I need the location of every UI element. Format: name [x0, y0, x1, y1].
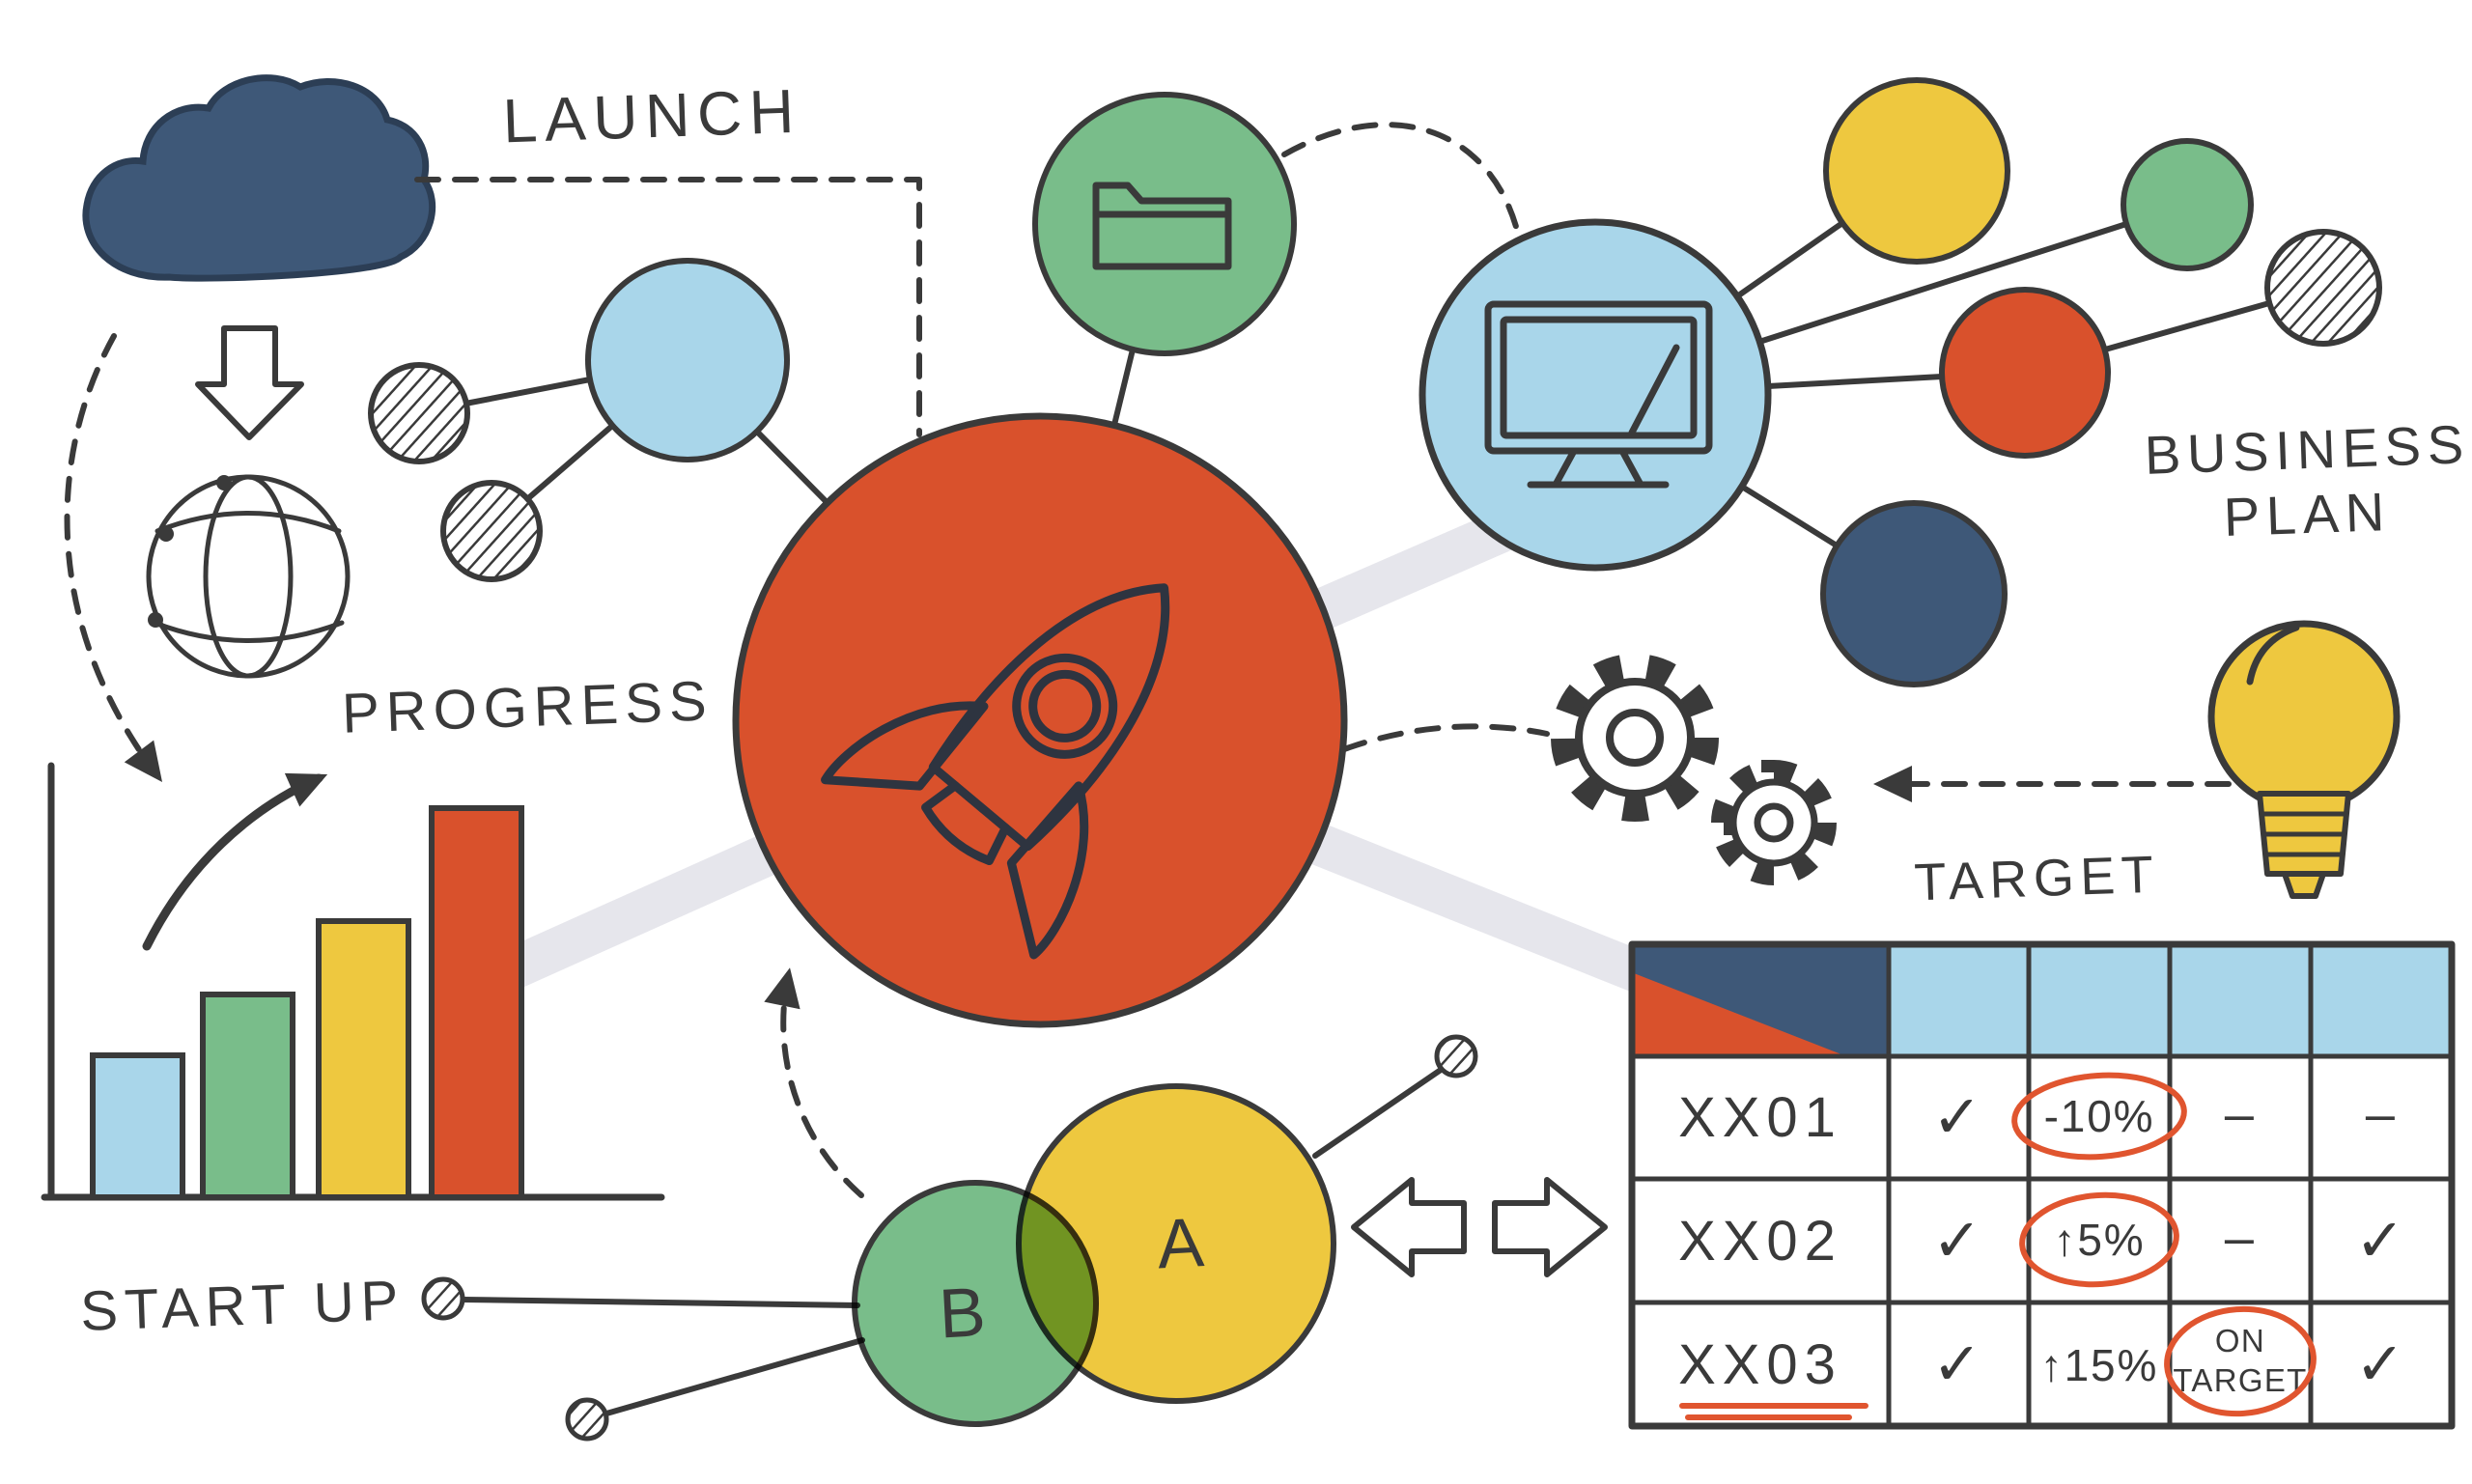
red-circle-annotation	[2011, 1072, 2187, 1161]
chart-bar-4	[429, 805, 524, 1200]
table-cell-dash: –	[2225, 1209, 2256, 1267]
folder-circle	[1032, 92, 1297, 356]
leader-dot	[421, 1276, 465, 1321]
cloud-to-chart-connector	[64, 333, 163, 782]
connector-line	[754, 429, 830, 506]
business-plan-cluster	[1419, 77, 2382, 687]
hatched-node	[368, 362, 470, 464]
table-cell-check: ✓	[2355, 1208, 2407, 1274]
table-row-label: XX02	[1678, 1210, 1842, 1273]
rocket-icon	[821, 583, 1170, 960]
table-cell-on-target-line2: TARGET	[2173, 1362, 2307, 1398]
startup-label: START UP	[79, 1269, 406, 1343]
folder-node	[1032, 92, 1297, 428]
table-cell-check: ✓	[2355, 1331, 2407, 1398]
launch-node-cluster	[368, 258, 830, 582]
table-corner-triangle	[1634, 973, 1846, 1056]
gear-large	[1551, 654, 1719, 822]
monitor-icon	[1484, 300, 1713, 489]
table-cell-dash: –	[2225, 1085, 2256, 1143]
chart-bar-2	[200, 992, 295, 1200]
target-results-table: XX01 ✓ -10% – – XX02 ✓ ↑5% – ✓ XX03 ✓ ↑1…	[1628, 940, 2456, 1430]
connector-line	[463, 377, 593, 406]
rocket-to-gears-connector	[1341, 723, 1550, 752]
table-border	[1628, 940, 2456, 1430]
red-circle-annotation	[2019, 1191, 2179, 1288]
arrow-left-icon	[1351, 1177, 1467, 1277]
red-node	[1939, 287, 2111, 459]
table-cell-dash: –	[2366, 1085, 2397, 1143]
leader-dot	[1434, 1034, 1478, 1078]
venn-circle-a	[1016, 1083, 1336, 1404]
table-row-label: XX01	[1678, 1086, 1842, 1149]
venn-cluster: A B	[421, 1034, 1478, 1442]
exchange-arrows	[1351, 1177, 1608, 1277]
folder-icon	[1092, 182, 1232, 270]
venn-a-label: A	[1155, 1204, 1214, 1284]
globe-icon	[146, 474, 351, 679]
table-cell-value: ↑5%	[2053, 1215, 2145, 1265]
business-plan-label-line1: BUSINESS	[2144, 413, 2471, 486]
red-underline-annotation	[1679, 1403, 1868, 1420]
progress-bar-chart	[41, 762, 665, 1201]
table-cell-value: ↑15%	[2040, 1340, 2158, 1390]
connector-line	[524, 423, 615, 502]
down-arrow-icon	[195, 325, 304, 440]
lightbulb-icon	[2207, 620, 2401, 899]
computer-circle	[1419, 218, 1772, 572]
arrow-right-icon	[1492, 1177, 1608, 1277]
table-cell-on-target-line1: ON	[2215, 1323, 2265, 1358]
yellow-node	[1823, 77, 2010, 265]
gear-small	[1711, 760, 1837, 885]
leader-dot	[565, 1397, 609, 1442]
dark-blue-node	[1820, 500, 2008, 687]
growth-arrow-icon	[142, 772, 328, 951]
table-cell-value: -10%	[2044, 1091, 2155, 1141]
progress-label: PROGRESS	[341, 669, 714, 744]
cloud-icon	[82, 74, 436, 282]
hatched-node	[2264, 229, 2382, 347]
folder-to-computer-connector	[1281, 122, 1526, 262]
chart-bar-3	[316, 918, 411, 1200]
red-circle-annotation	[2164, 1305, 2317, 1417]
venn-b-label: B	[937, 1274, 996, 1354]
table-row-label: XX03	[1678, 1333, 1842, 1396]
target-label: TARGET	[1913, 846, 2160, 912]
blue-node	[585, 258, 790, 462]
table-cell-check: ✓	[1932, 1208, 1984, 1274]
launch-label: LAUNCH	[501, 76, 802, 156]
chart-bar-1	[90, 1052, 185, 1200]
gears-icon	[1551, 654, 1837, 885]
cloud-to-rocket-connector	[414, 177, 922, 437]
green-node	[2121, 138, 2254, 271]
business-plan-label-line2: PLAN	[2223, 481, 2392, 547]
table-cell-check: ✓	[1932, 1331, 1984, 1398]
hatched-node	[440, 480, 543, 582]
rocket-node	[732, 412, 1348, 1028]
venn-to-rocket-connector	[764, 967, 864, 1198]
table-cell-check: ✓	[1932, 1084, 1984, 1151]
